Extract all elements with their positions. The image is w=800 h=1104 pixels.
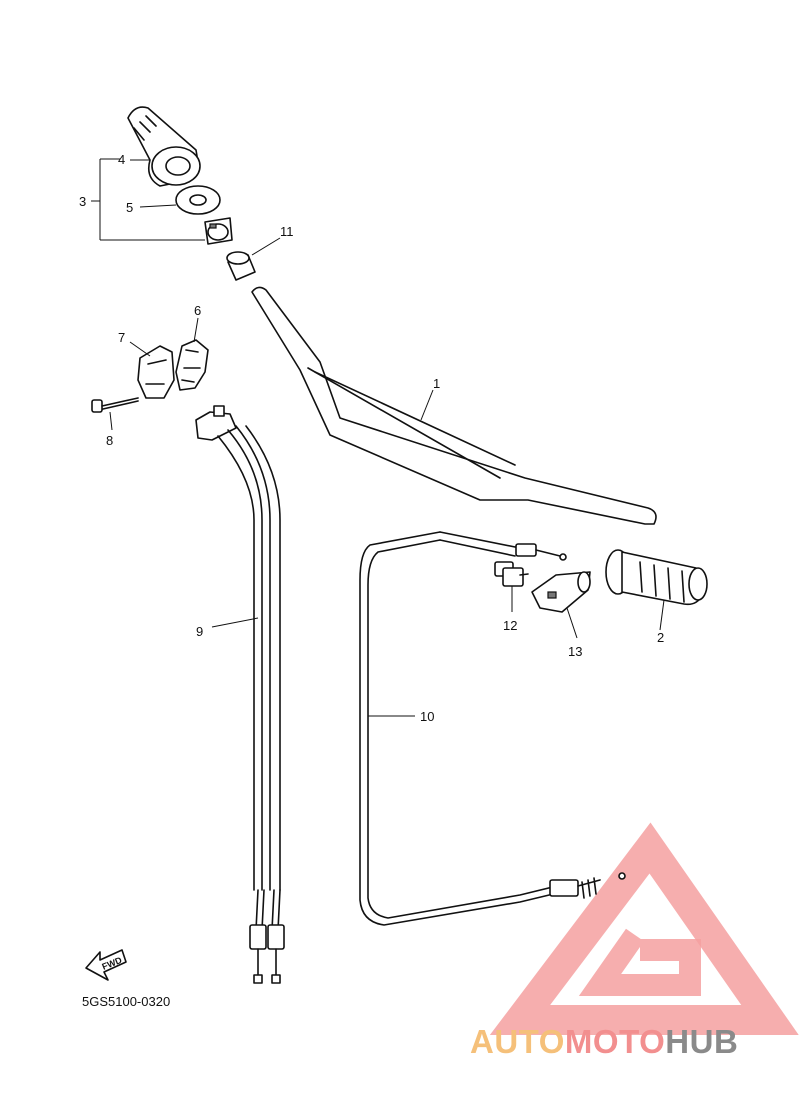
callout-3: 3 (79, 194, 86, 209)
callout-9: 9 (196, 624, 203, 639)
watermark-auto: AUTO (470, 1023, 565, 1060)
throttle-grip-part-4[interactable] (127, 106, 201, 187)
callout-4: 4 (118, 152, 125, 167)
callout-10: 10 (420, 709, 434, 724)
callout-7: 7 (118, 330, 125, 345)
diagram-code: 5GS5100-0320 (82, 994, 170, 1009)
lever-holder-part-13[interactable] (531, 571, 591, 613)
adjuster-part-12[interactable] (494, 561, 529, 587)
watermark-wordmark: AUTOMOTOHUB (470, 1023, 738, 1060)
bushing-part-11[interactable] (226, 251, 256, 281)
callout-12: 12 (503, 618, 517, 633)
screw-part-8[interactable] (91, 397, 139, 413)
handlebar-part-1[interactable] (251, 286, 657, 525)
watermark-moto: MOTO (565, 1023, 665, 1060)
watermark-hub: HUB (665, 1023, 738, 1060)
callout-labels: 1 2 3 4 5 6 7 8 9 10 11 12 13 (79, 152, 664, 724)
callout-13: 13 (568, 644, 582, 659)
callout-5: 5 (126, 200, 133, 215)
callout-2: 2 (657, 630, 664, 645)
callout-8: 8 (106, 433, 113, 448)
holder-part-7[interactable] (137, 345, 175, 399)
callout-1: 1 (433, 376, 440, 391)
callout-6: 6 (194, 303, 201, 318)
callout-11: 11 (280, 224, 294, 239)
grip-part-2[interactable] (605, 549, 708, 606)
collar-part-5[interactable] (175, 185, 221, 215)
clutch-cable-part-10[interactable] (359, 531, 626, 926)
fwd-arrow-icon: FWD (85, 949, 127, 981)
throttle-cable-part-9[interactable] (195, 405, 285, 984)
leader-lines (91, 158, 665, 717)
holder-part-6[interactable] (175, 339, 209, 391)
automotohub-logo-icon (489, 822, 799, 1035)
guide-part-3[interactable] (204, 217, 233, 245)
